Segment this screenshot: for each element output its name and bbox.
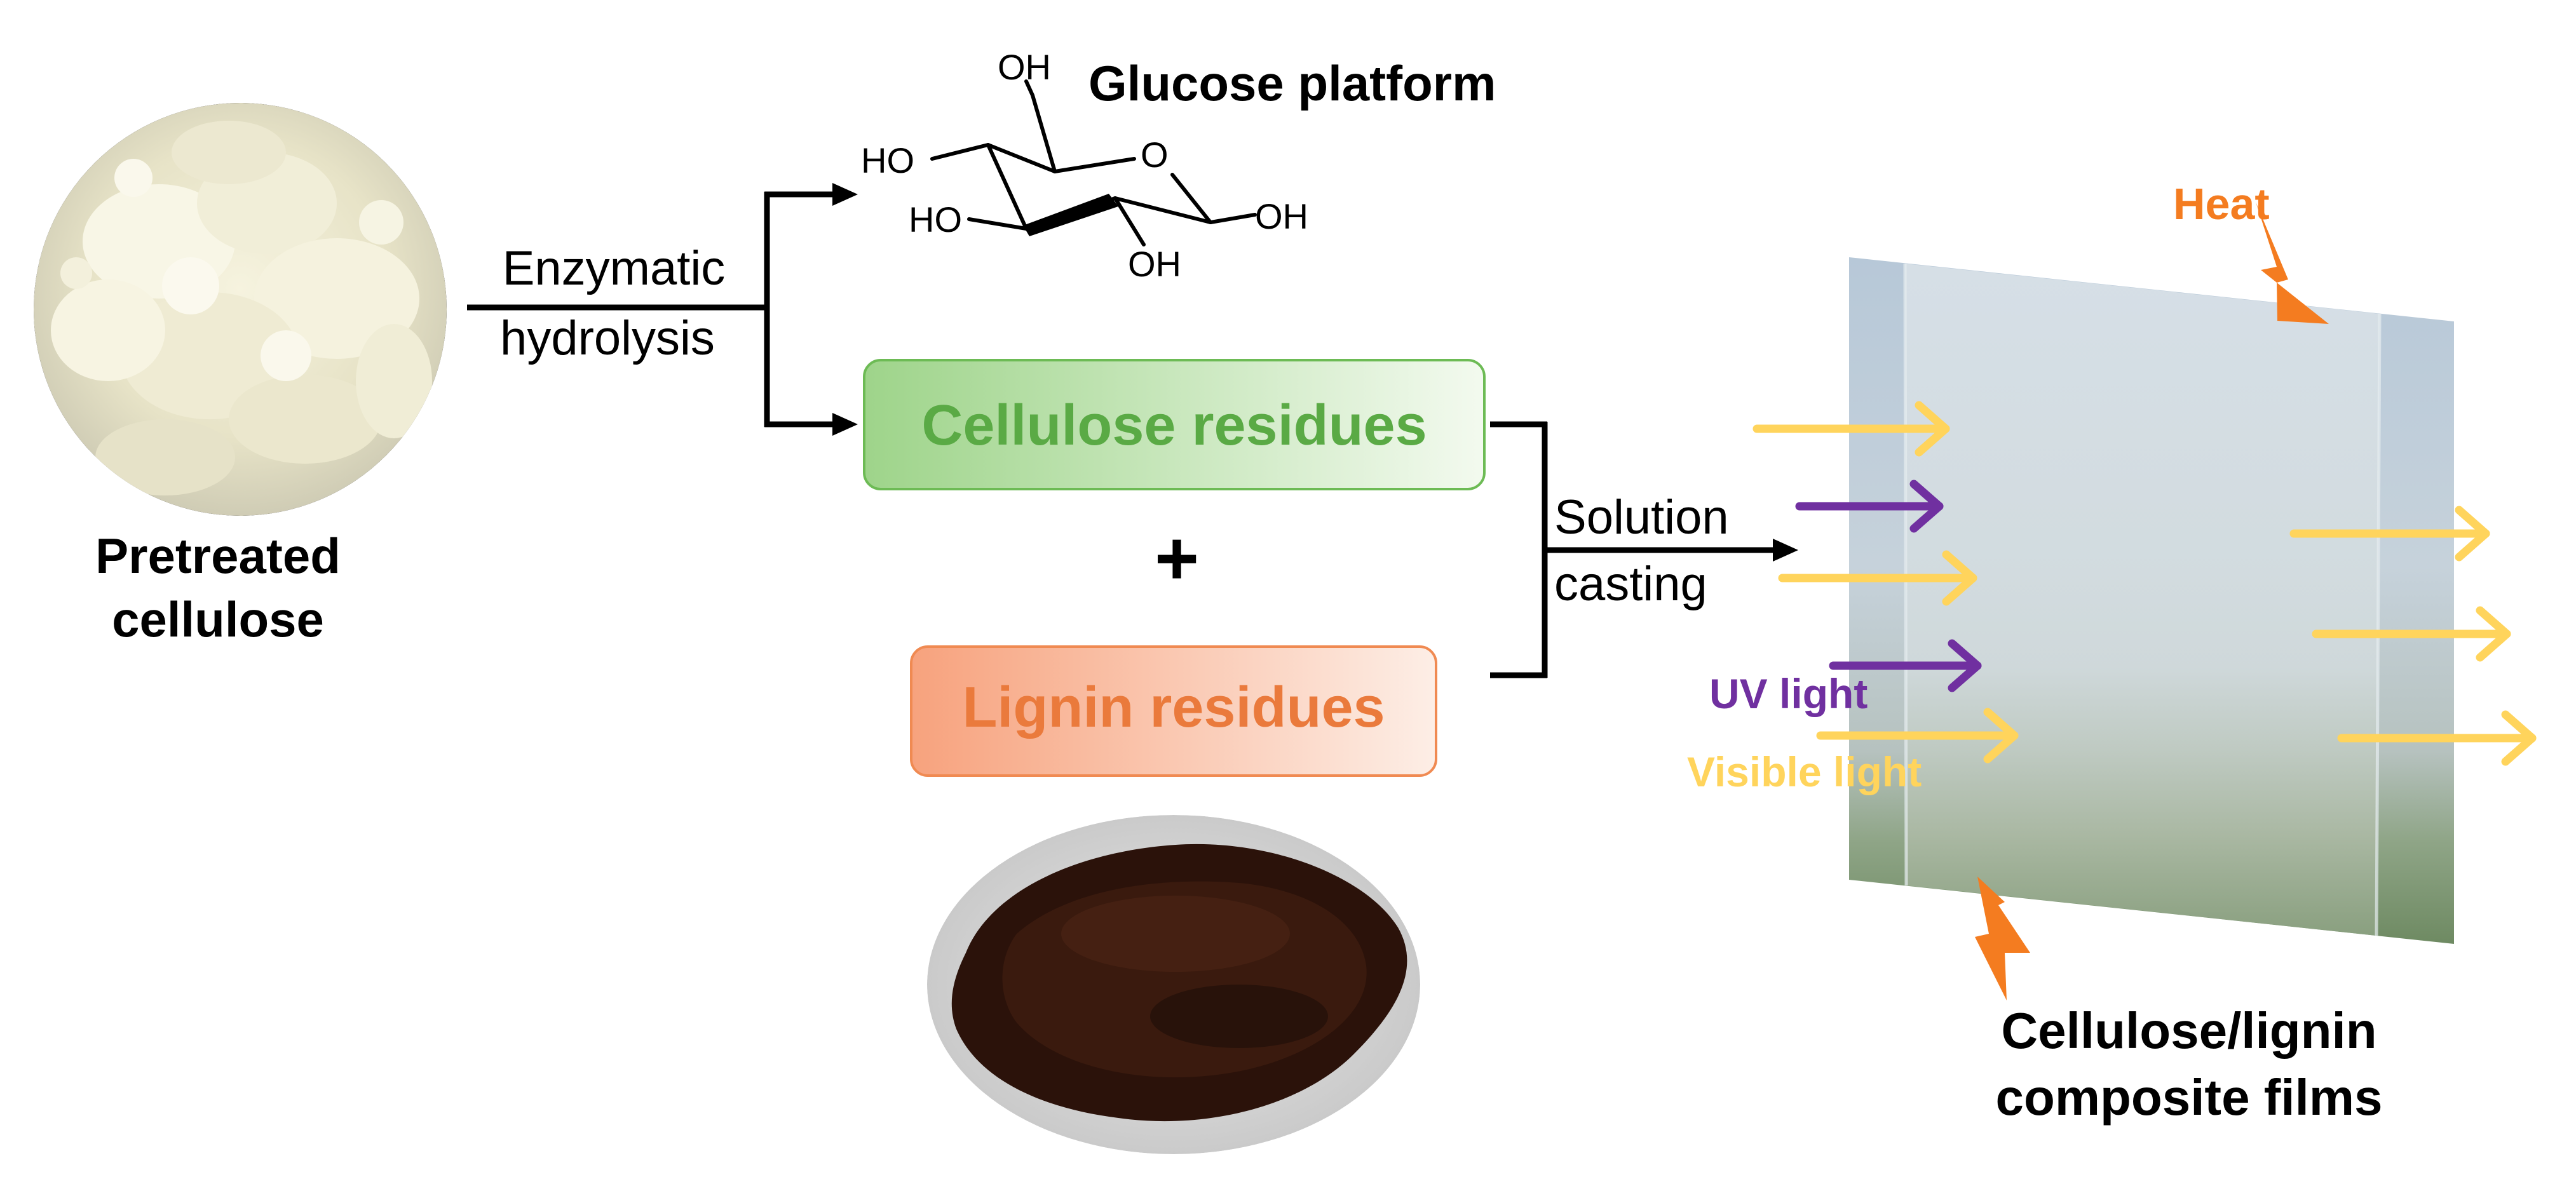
visible-light-arrows-in [1752, 401, 2019, 764]
glucose-structure [930, 79, 1257, 246]
hydrolysis-label-line1: Enzymatic [503, 241, 726, 295]
plus-sign: + [1155, 516, 1199, 601]
glucose-platform-title: Glucose platform [1088, 55, 1496, 111]
glucose-ring-oxygen: O [1141, 135, 1169, 175]
casting-label-line2: casting [1554, 557, 1707, 611]
film-label-line2: composite films [1995, 1069, 2382, 1126]
hydrolysis-connector [467, 191, 832, 427]
cellulose-residues-label: Cellulose residues [921, 394, 1427, 457]
heat-label: Heat [2173, 179, 2270, 229]
glucose-ho-upper: HO [861, 140, 914, 180]
casting-connector [1490, 421, 1773, 678]
visible-light-arrows-out [2289, 506, 2537, 766]
film-label-line1: Cellulose/lignin [2001, 1002, 2376, 1059]
glucose-oh-top: OH [998, 47, 1051, 87]
arrow-icon [1773, 539, 1798, 562]
heat-bolt-icon [2256, 202, 2329, 324]
cellulose-residues-box [863, 359, 1486, 490]
arrow-icon [832, 413, 858, 436]
casting-label-line1: Solution [1554, 490, 1729, 544]
glucose-ho-lower: HO [909, 199, 962, 239]
glucose-oh-right: OH [1255, 196, 1308, 236]
uv-light-label: UV light [1709, 670, 1868, 717]
composite-film-photo [1849, 257, 2454, 944]
glucose-oh-bottom: OH [1128, 244, 1181, 284]
pretreated-label-line1: Pretreated [95, 528, 341, 584]
arrow-icon [832, 183, 858, 206]
visible-light-label: Visible light [1687, 748, 1922, 795]
lignin-residues-box [910, 645, 1437, 777]
lignin-powder-photo [927, 815, 1420, 1154]
pretreated-label-line2: cellulose [112, 591, 324, 647]
hydrolysis-label-line2: hydrolysis [500, 311, 715, 365]
pretreated-cellulose-photo [34, 103, 447, 516]
heat-bolt-icon [1975, 877, 2030, 1000]
uv-light-arrows-in [1795, 480, 1982, 692]
lignin-residues-label: Lignin residues [962, 676, 1385, 739]
